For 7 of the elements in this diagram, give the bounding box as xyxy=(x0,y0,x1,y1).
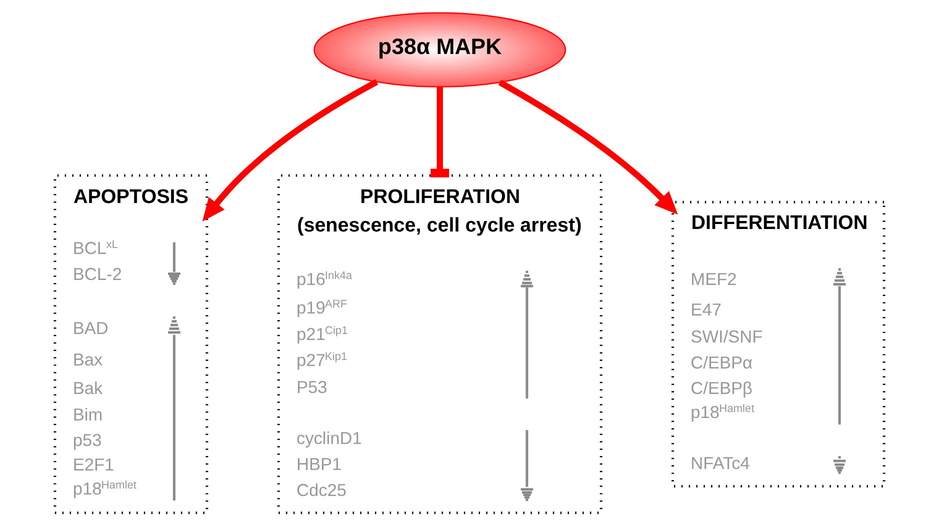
arrow xyxy=(202,79,378,222)
node-box: PROLIFERATION (senescence, cell cycle arrest) p16$^{Ink4a}$ p19$^{ARF}$ p21$^{Cip1}$ p27$^{Kip1}$ P53 cyclinD1 HBP1 Cdc25 xyxy=(276,174,602,514)
connector xyxy=(430,86,449,178)
node-ellipse: p38α MAPK xyxy=(313,12,566,88)
arrow xyxy=(498,80,678,215)
node-box: DIFFERENTIATION MEF2 E47 SWI/SNF C/EBPα C/EBPβ p18$^{Hamlet}$ NFATc4 xyxy=(671,200,885,488)
node-box: APOPTOSIS BCL$^{xL}$ BCL-2 BAD Bax Bak Bim p53 E2F1 p18$^{Hamlet}$ xyxy=(53,174,208,514)
